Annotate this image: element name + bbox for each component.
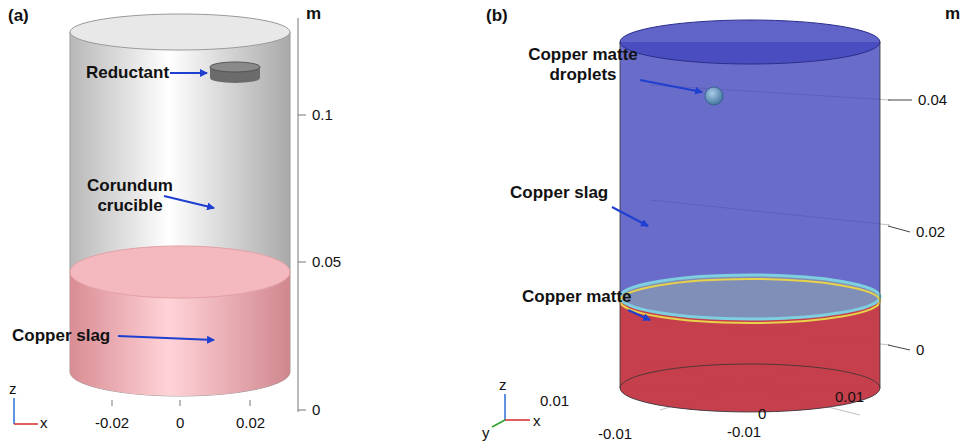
part-label: Copper slag — [510, 183, 608, 203]
axis-letter: z — [9, 380, 17, 397]
axis-letter: x — [40, 414, 48, 431]
axis-tick: 0 — [312, 401, 320, 418]
axis-unit: m — [945, 4, 960, 24]
part-label: Corundum crucible — [82, 176, 178, 215]
axis-tick: 0.02 — [916, 223, 945, 240]
axis-tick: 0.01 — [835, 388, 864, 405]
axis-tick: 0 — [916, 341, 924, 358]
panel-label: (b) — [486, 6, 508, 26]
axis-tick: 0 — [758, 405, 766, 422]
axis-tick: -0.01 — [598, 425, 632, 442]
axis-tick: 0.1 — [312, 106, 333, 123]
axis-tick: -0.01 — [727, 423, 761, 440]
axis-tick: -0.02 — [95, 414, 129, 431]
part-label: Reductant — [86, 63, 169, 83]
axis-letter: x — [533, 412, 541, 429]
panel-label: (a) — [8, 6, 29, 26]
axis-letter: y — [482, 424, 490, 441]
axis-unit: m — [306, 4, 321, 24]
axis-tick: 0.02 — [236, 414, 265, 431]
axis-tick: 0 — [176, 414, 184, 431]
part-label: Copper matte droplets — [520, 45, 646, 84]
part-label: Copper slag — [12, 326, 110, 346]
axis-tick: 0.05 — [312, 253, 341, 270]
part-label: Copper matte — [522, 287, 632, 307]
axis-tick: 0.01 — [540, 392, 569, 409]
axis-letter: z — [499, 376, 507, 393]
axis-tick: 0.04 — [918, 91, 947, 108]
